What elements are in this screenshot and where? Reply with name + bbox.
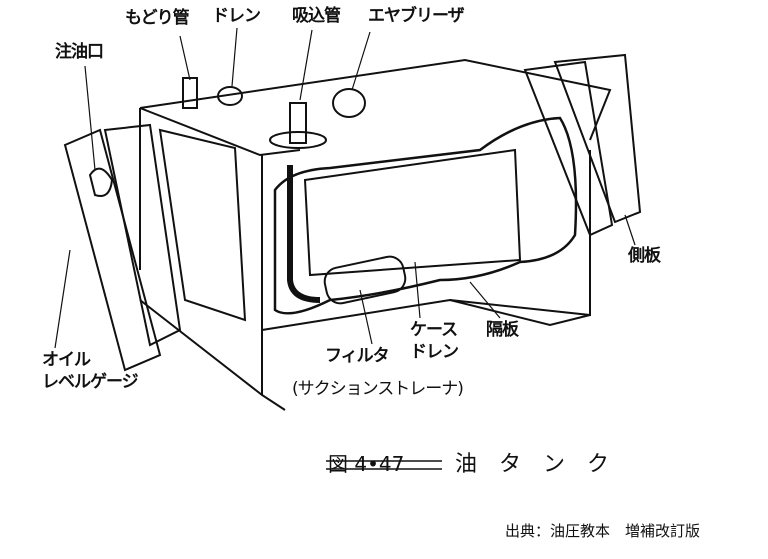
label-filter: フィルタ (325, 346, 390, 366)
air-breather (332, 88, 366, 118)
leader-lines (54, 27, 636, 349)
source-citation: 出典：油圧教本 増補改訂版 (505, 522, 701, 540)
label-return-pipe: もどり管 (125, 8, 190, 28)
cutaway-outline (273, 116, 578, 315)
left-inner-frame (158, 128, 247, 322)
label-suction-pipe: 吸込管 (292, 6, 341, 26)
oil-inlet-cap (88, 167, 114, 197)
label-side-plate: 側板 (628, 246, 661, 266)
drain-plug (217, 86, 243, 106)
tank-top-front-edge (139, 107, 301, 157)
suction-pipe-fitting (289, 102, 307, 144)
tank-front-bottom (261, 150, 591, 331)
label-drain-top: ドレン (212, 6, 261, 26)
side-plate-outer (553, 53, 642, 224)
label-oil-level-2: レベルゲージ (42, 372, 139, 392)
tank-leg (449, 299, 591, 327)
figure-number: 図 4•47 (328, 452, 405, 476)
tank-front-left-edge (261, 155, 286, 411)
left-gasket (103, 123, 182, 347)
tank-top-edge (139, 58, 612, 141)
label-suction-strainer: (サクションストレーナ) (292, 379, 464, 399)
baffle-plate (303, 148, 522, 277)
suction-pipe-inner (287, 165, 321, 303)
label-baffle: 隔板 (486, 320, 519, 340)
suction-flange (269, 131, 327, 149)
figure-title: 油 タ ン ク (455, 452, 610, 477)
label-oil-level-1: オイル (42, 350, 91, 370)
return-pipe-fitting (182, 77, 198, 109)
label-case-drain-2: ドレン (410, 342, 459, 362)
side-plate-inner (523, 60, 614, 237)
label-case-drain-1: ケース (410, 320, 458, 340)
label-air-breather: エヤブリーザ (368, 6, 465, 26)
tank-bottom-left-edge (139, 299, 263, 396)
filter-body (323, 255, 407, 305)
label-oil-inlet: 注油口 (55, 42, 104, 62)
left-cover-plate (63, 128, 162, 372)
caption-strike-lines (326, 460, 442, 470)
